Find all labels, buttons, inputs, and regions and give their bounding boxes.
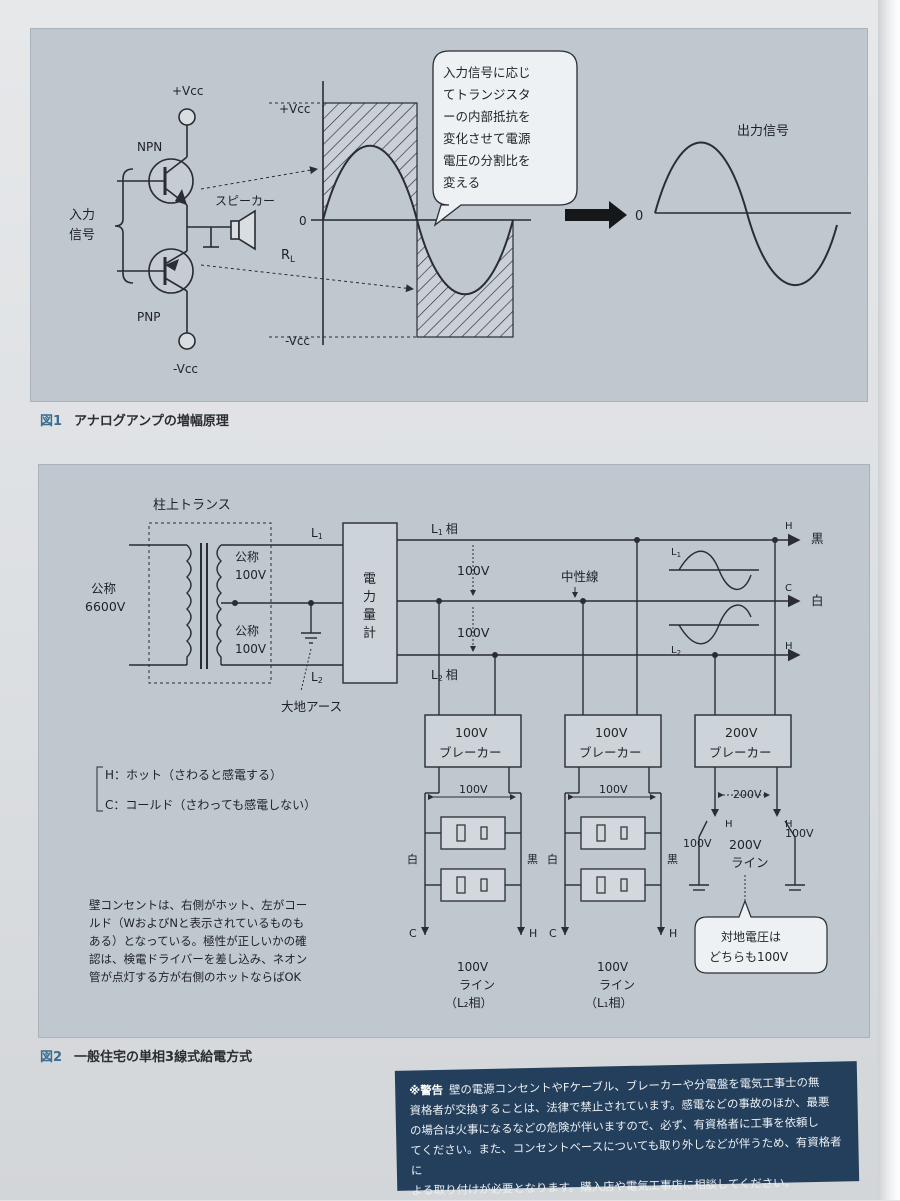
- power-meter: [342, 522, 398, 684]
- output-waveform: [654, 141, 838, 287]
- outlet-polarity-note: 壁コンセントは、右側がホット、左がコー ルド（WおよびNと表示されているものも …: [89, 898, 311, 984]
- v200-h-left: H: [725, 819, 733, 830]
- outlet-black-label-1: 黒: [527, 853, 538, 866]
- ground-note-bubble: [694, 899, 828, 974]
- big-right-arrow: [565, 201, 627, 229]
- pnp-to-wave-arrow: [200, 264, 414, 293]
- npn-to-wave-arrow: [200, 166, 318, 190]
- l2-wave-label: L2: [671, 645, 681, 657]
- earth-ground-symbol: [301, 632, 321, 644]
- breaker-100v-l2: [424, 714, 522, 768]
- l2-label: L2: [311, 670, 323, 685]
- output-zero-label: 0: [635, 209, 643, 224]
- outlet-white-label-2: 白: [547, 852, 558, 866]
- npn-label: NPN: [137, 140, 162, 154]
- axis-vcc-positive: +Vcc: [279, 102, 310, 116]
- outlet-circuit-l1: [564, 767, 662, 935]
- outlet-white-label-1: 白: [407, 852, 418, 866]
- figure1-panel: +Vcc NPN PNP -Vcc 入力 信号 スピーカー RL +Vcc 0 …: [30, 28, 868, 402]
- v200-h-right: H: [785, 819, 793, 830]
- breaker-200v: [694, 714, 792, 768]
- outlet-h-label-2: H: [669, 927, 677, 940]
- outlet-circuit-l2: [424, 767, 522, 935]
- l1-wave-label: L1: [671, 547, 681, 559]
- c-mid-label: C: [785, 583, 792, 594]
- rl-label: RL: [281, 248, 295, 265]
- breaker-100v-l1: [564, 714, 662, 768]
- outlet-100v-label-1: 100V: [459, 783, 488, 796]
- lower-signal-fill: [417, 220, 513, 295]
- outlet-2a: [580, 816, 646, 850]
- outlet-1b: [440, 868, 506, 902]
- line-200v: [689, 767, 805, 891]
- figure1-diagram: +Vcc NPN PNP -Vcc 入力 信号 スピーカー RL +Vcc 0 …: [69, 50, 851, 376]
- input-signal-label-2: 信号: [69, 228, 95, 243]
- page-edge: [878, 0, 900, 1200]
- power-meter-label: 電力量計: [363, 572, 376, 641]
- v200-right-100v: 100V: [785, 827, 814, 840]
- outlet-black-label-2: 黒: [667, 853, 678, 866]
- transformer-box: [148, 522, 272, 684]
- outlet-2b: [580, 868, 646, 902]
- neutral-label: 中性線: [561, 569, 599, 584]
- v100-lower-label: 100V: [457, 625, 490, 640]
- pole-transformer-label: 柱上トランス: [153, 498, 231, 513]
- speaker-label: スピーカー: [215, 194, 275, 208]
- warning-box: ※警告壁の電源コンセントやFケーブル、ブレーカーや分電盤を電気工事士の無 資格者…: [394, 1061, 860, 1198]
- outlet-100v-label-2: 100V: [599, 783, 628, 796]
- axis-vcc-negative: -Vcc: [285, 334, 310, 348]
- output-signal-label: 出力信号: [737, 124, 789, 139]
- callout-bubble: [432, 50, 578, 227]
- outlet-1a: [440, 816, 506, 850]
- outlet-h-label-1: H: [529, 927, 537, 940]
- phase-waveforms: [669, 550, 759, 645]
- h-bot-label: H: [785, 641, 793, 652]
- vcc-positive-label: +Vcc: [172, 84, 203, 98]
- ground-note-text: 対地電圧はどちらも100V: [709, 930, 789, 964]
- axis-zero: 0: [299, 214, 307, 228]
- outlet-c-label-1: C: [409, 927, 417, 940]
- amplifier-circuit: [114, 108, 256, 350]
- legend-hot: H：ホット（さわると感電する）: [105, 767, 282, 782]
- white-wire-label: 白: [811, 593, 824, 608]
- transformer-coils: [129, 543, 222, 669]
- service-wires: [221, 533, 801, 666]
- callout-text: 入力信号に応じ てトランジスタ ーの内部抵抗を 変化させて電源 電圧の分割比を …: [443, 65, 535, 190]
- pnp-label: PNP: [137, 310, 160, 324]
- vcc-negative-label: -Vcc: [173, 362, 198, 376]
- v200-span-label: 200V: [733, 788, 762, 801]
- pnp-emitter-arrow: [165, 259, 179, 271]
- npn-emitter-arrow: [175, 189, 187, 205]
- earth-label: 大地アース: [281, 699, 342, 714]
- h-top-label: H: [785, 521, 793, 532]
- v100-upper-label: 100V: [457, 563, 490, 578]
- outlet-c-label-2: C: [549, 927, 557, 940]
- upper-signal-fill: [323, 145, 417, 220]
- v200-left-100v: 100V: [683, 837, 712, 850]
- input-signal-label-1: 入力: [69, 208, 95, 223]
- l1-label: L1: [311, 526, 323, 541]
- legend-cold: C：コールド（さわっても感電しない）: [105, 797, 316, 812]
- branch-wires: [438, 540, 776, 715]
- black-wire-label: 黒: [811, 531, 824, 546]
